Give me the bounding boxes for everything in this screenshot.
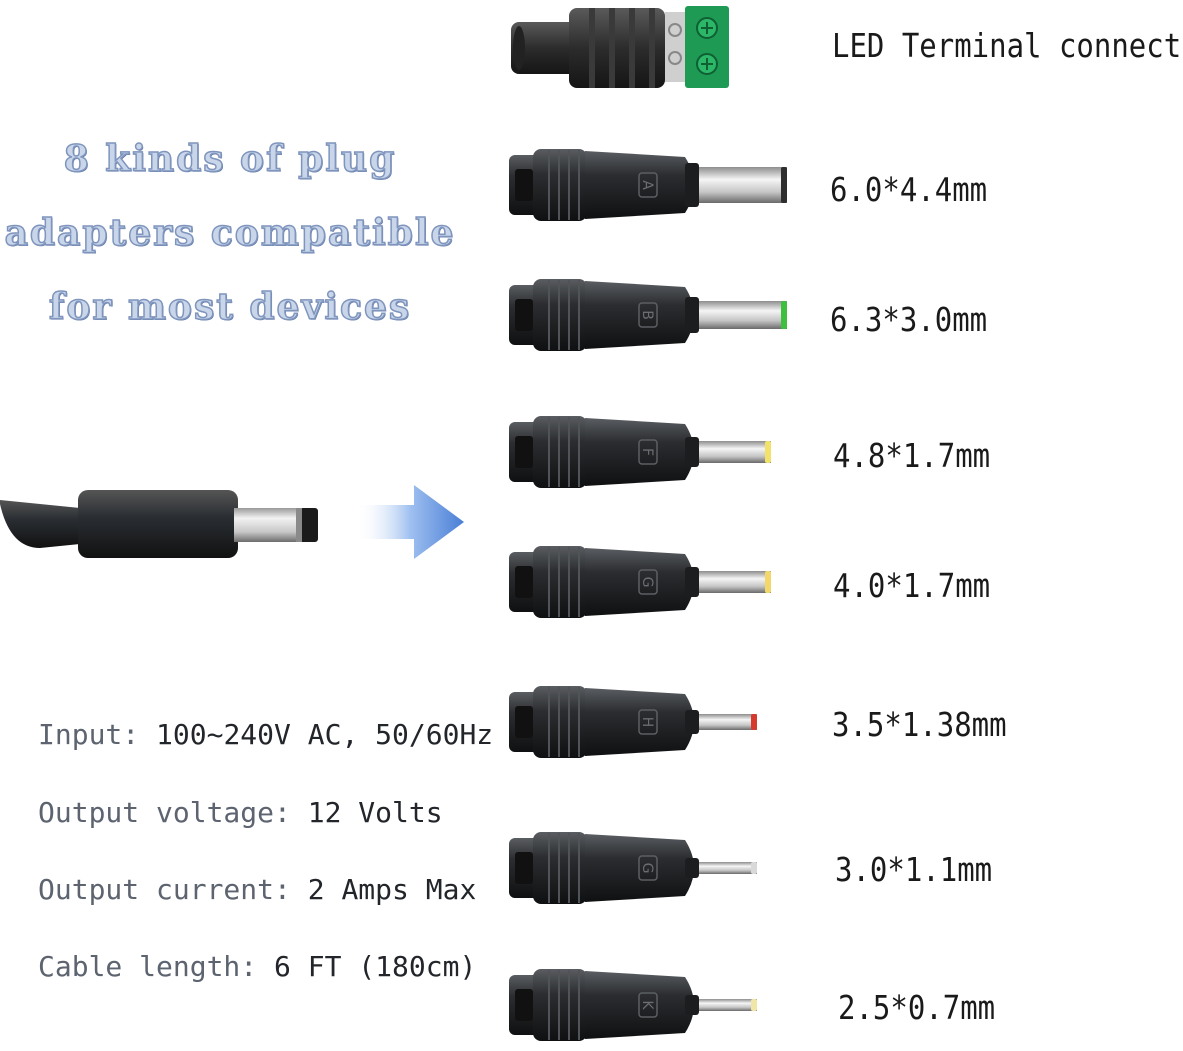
terminal-connector-label: LED Terminal connector xyxy=(832,26,1183,66)
adapter-size-label: 3.0*1.1mm xyxy=(835,850,993,890)
spec-label: Cable length: xyxy=(38,950,258,983)
adapter-size-label: 6.0*4.4mm xyxy=(830,170,988,210)
adapter-letter: K xyxy=(639,1000,655,1010)
led-terminal-connector-image xyxy=(511,6,729,88)
adapter-plug-image: G xyxy=(509,832,757,904)
adapter-letter: G xyxy=(639,863,655,874)
adapter-letter: B xyxy=(639,310,655,320)
spec-label: Input: xyxy=(38,718,140,751)
headline-line-3: for most devices xyxy=(48,285,412,329)
spec-output-voltage: Output voltage: 12 Volts xyxy=(38,796,443,829)
adapter-size-label: 6.3*3.0mm xyxy=(830,300,988,340)
headline: 8 kinds of plug adapters compatible for … xyxy=(0,122,460,344)
spec-output-current: Output current: 2 Amps Max xyxy=(38,873,476,906)
adapter-plug-image: B xyxy=(509,279,787,351)
adapter-letter: H xyxy=(639,717,655,728)
spec-value: 100~240V AC, 50/60Hz xyxy=(156,718,494,751)
spec-value: 12 Volts xyxy=(307,796,443,829)
adapter-letter: A xyxy=(639,180,655,190)
arrow-right-icon xyxy=(356,485,464,559)
adapter-size-label: 3.5*1.38mm xyxy=(832,705,1007,745)
adapter-size-label: 2.5*0.7mm xyxy=(838,988,996,1028)
adapter-plug-image: A xyxy=(509,149,787,221)
power-cable-plug-image xyxy=(0,490,318,558)
headline-line-2: adapters compatible xyxy=(4,211,456,255)
adapter-size-label: 4.8*1.7mm xyxy=(833,436,991,476)
headline-line-1: 8 kinds of plug xyxy=(63,137,397,181)
spec-label: Output current: xyxy=(38,873,291,906)
spec-cable-length: Cable length: 6 FT (180cm) xyxy=(38,950,476,983)
adapter-plug-image: F xyxy=(509,416,771,488)
adapter-letter: G xyxy=(639,577,655,588)
spec-value: 6 FT (180cm) xyxy=(274,950,477,983)
adapter-plug-image: H xyxy=(509,686,757,758)
adapter-plug-image: G xyxy=(509,546,771,618)
spec-input: Input: 100~240V AC, 50/60Hz xyxy=(38,718,493,751)
spec-value: 2 Amps Max xyxy=(307,873,477,906)
adapter-letter: F xyxy=(639,448,655,456)
adapter-plug-image: K xyxy=(509,969,757,1041)
adapter-size-label: 4.0*1.7mm xyxy=(833,566,991,606)
spec-label: Output voltage: xyxy=(38,796,291,829)
